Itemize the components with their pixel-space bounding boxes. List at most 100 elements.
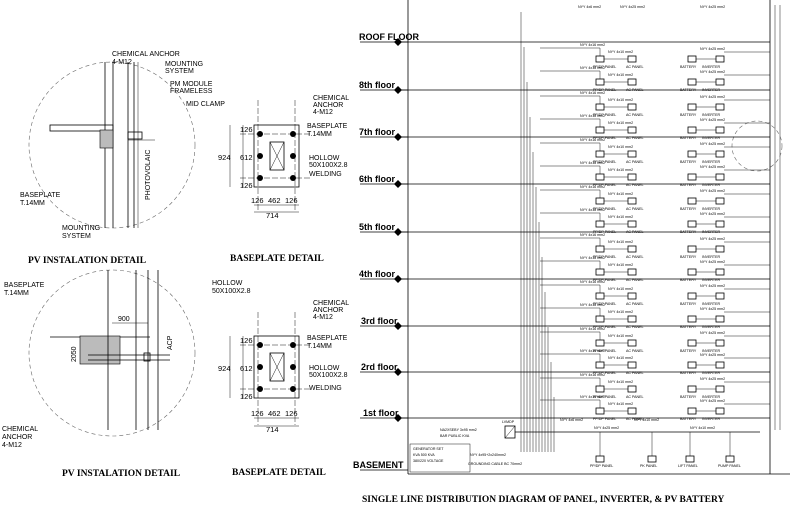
ac-panel-box <box>627 407 637 415</box>
label-anchor-4: ANCHOR <box>313 307 343 314</box>
label-anchor-size-3: 4-M12 <box>2 442 22 449</box>
pp-panel-box <box>595 268 605 276</box>
label-baseplate-4: BASEPLATE <box>307 335 348 342</box>
caption-baseplate-2: BASEPLATE DETAIL <box>232 468 326 478</box>
pv-detail-bottom <box>28 269 196 437</box>
label-chemical-anchor-size-1: 4-M12 <box>112 59 132 66</box>
label-welding-2: WELDING <box>309 385 342 392</box>
level-marker <box>394 275 402 283</box>
row-cable-mid: NYY 4x10 mm2 <box>608 310 633 314</box>
inverter-box <box>715 292 725 300</box>
row-cable-right: NYY 4x25 mm2 <box>700 189 725 193</box>
row-pp-panel: PP/DP PANEL <box>593 113 616 117</box>
label-chemical-3: CHEMICAL <box>2 426 38 433</box>
inverter-box <box>715 407 725 415</box>
row-inverter: INVERTER <box>702 113 721 117</box>
inverter-box <box>715 385 725 393</box>
row-inverter: INVERTER <box>702 349 721 353</box>
row-ac-panel: AC PANEL <box>626 349 644 353</box>
row-cable-mid: NYY 4x10 mm2 <box>608 50 633 54</box>
row-battery: BATTERY <box>680 160 697 164</box>
row-inverter: INVERTER <box>702 65 721 69</box>
row-battery: BATTERY <box>680 395 697 399</box>
row-cable-mid: NYY 4x10 mm2 <box>608 73 633 77</box>
battery-box <box>687 339 697 347</box>
dim-126-f: 126 <box>240 392 253 401</box>
row-cable-right: NYY 4x25 mm2 <box>700 307 725 311</box>
label-chemical-anchor-2: CHEMICAL <box>313 95 349 102</box>
label-photovolaic: PHOTOVOLAIC <box>145 150 152 200</box>
inverter-box <box>715 361 725 369</box>
label-hollow-1: HOLLOW <box>309 155 340 162</box>
row-pp-panel: PP/DP PANEL <box>593 183 616 187</box>
row-cable-left: NYY 4x16 mm2 <box>580 373 605 377</box>
pp-panel-box <box>595 220 605 228</box>
row-cable-right: NYY 4x25 mm2 <box>700 70 725 74</box>
row-ac-panel: AC PANEL <box>626 160 644 164</box>
row-pp-panel: PP/DP PANEL <box>593 349 616 353</box>
roof-cable-2: NYY 4x25 mm2 <box>620 5 645 9</box>
pp-panel-box <box>595 173 605 181</box>
label-mounting-system-4: SYSTEM <box>62 233 91 240</box>
row-battery: BATTERY <box>680 113 697 117</box>
row-cable-mid: NYY 4x10 mm2 <box>608 402 633 406</box>
row-cable-right: NYY 4x25 mm2 <box>700 331 725 335</box>
row-cable-left: NYY 4x16 mm2 <box>580 349 605 353</box>
row-cable-left: NYY 4x16 mm2 <box>580 280 605 284</box>
row-pp-panel: PP/DP PANEL <box>593 230 616 234</box>
row-battery: BATTERY <box>680 417 697 421</box>
label-anchor-2: ANCHOR <box>313 102 343 109</box>
pp-panel-box <box>595 197 605 205</box>
ac-panel-box <box>627 245 637 253</box>
basement-panel-box <box>685 455 695 463</box>
panel-pump: PUMP PANEL <box>718 464 741 468</box>
label-baseplate-t-3: T.14MM <box>4 290 29 297</box>
ac-panel-box <box>627 385 637 393</box>
ac-panel-box <box>627 361 637 369</box>
row-cable-mid: NYY 4x10 mm2 <box>608 192 633 196</box>
dim-714-b: 714 <box>266 425 279 434</box>
lvmdp-label: LVMDP <box>502 420 515 424</box>
row-cable-mid: NYY 4x10 mm2 <box>608 240 633 244</box>
pp-panel-box <box>595 55 605 63</box>
row-cable-mid: NYY 4x10 mm2 <box>608 380 633 384</box>
row-cable-left: NYY 4x16 mm2 <box>580 66 605 70</box>
battery-box <box>687 361 697 369</box>
ac-panel-box <box>627 126 637 134</box>
row-battery: BATTERY <box>680 207 697 211</box>
pp-panel-box <box>595 245 605 253</box>
baseplate-detail-top <box>229 100 310 213</box>
floor-label-8: 1st floor <box>363 408 399 418</box>
incoming-label-1: NA2XSEBY 3x95 mm2 <box>440 428 477 432</box>
row-cable-mid: NYY 4x10 mm2 <box>608 98 633 102</box>
row-ac-panel: AC PANEL <box>626 371 644 375</box>
ac-panel-box <box>627 103 637 111</box>
label-baseplate-3: BASEPLATE <box>4 282 45 289</box>
row-ac-panel: AC PANEL <box>626 88 644 92</box>
row-ac-panel: AC PANEL <box>626 230 644 234</box>
ac-panel-box <box>627 268 637 276</box>
ac-panel-box <box>627 315 637 323</box>
row-cable-right: NYY 4x25 mm2 <box>700 237 725 241</box>
row-battery: BATTERY <box>680 302 697 306</box>
row-ac-panel: AC PANEL <box>626 325 644 329</box>
panel-lift: LIFT PANEL <box>678 464 698 468</box>
row-battery: BATTERY <box>680 255 697 259</box>
row-battery: BATTERY <box>680 65 697 69</box>
dim-462-b: 462 <box>268 409 281 418</box>
feeder-label-3: NYY 4x10 mm2 <box>634 418 659 422</box>
row-pp-panel: PP/DP PANEL <box>593 302 616 306</box>
basement-panel-box <box>595 455 605 463</box>
row-cable-right: NYY 4x25 mm2 <box>700 284 725 288</box>
riser-cables <box>520 12 555 452</box>
label-baseplate-t-2: T.14MM <box>307 131 332 138</box>
cable-label: NYY 4x95+2x240mm2 <box>470 453 506 457</box>
caption-pv-detail-2: PV INSTALATION DETAIL <box>62 469 180 479</box>
genset-label-3: 380/220 VOLTAGE <box>413 459 444 463</box>
row-pp-panel: PP/DP PANEL <box>593 207 616 211</box>
label-mounting-system-2: SYSTEM <box>165 68 194 75</box>
row-battery: BATTERY <box>680 371 697 375</box>
level-marker <box>394 180 402 188</box>
dim-612-a: 612 <box>240 153 253 162</box>
